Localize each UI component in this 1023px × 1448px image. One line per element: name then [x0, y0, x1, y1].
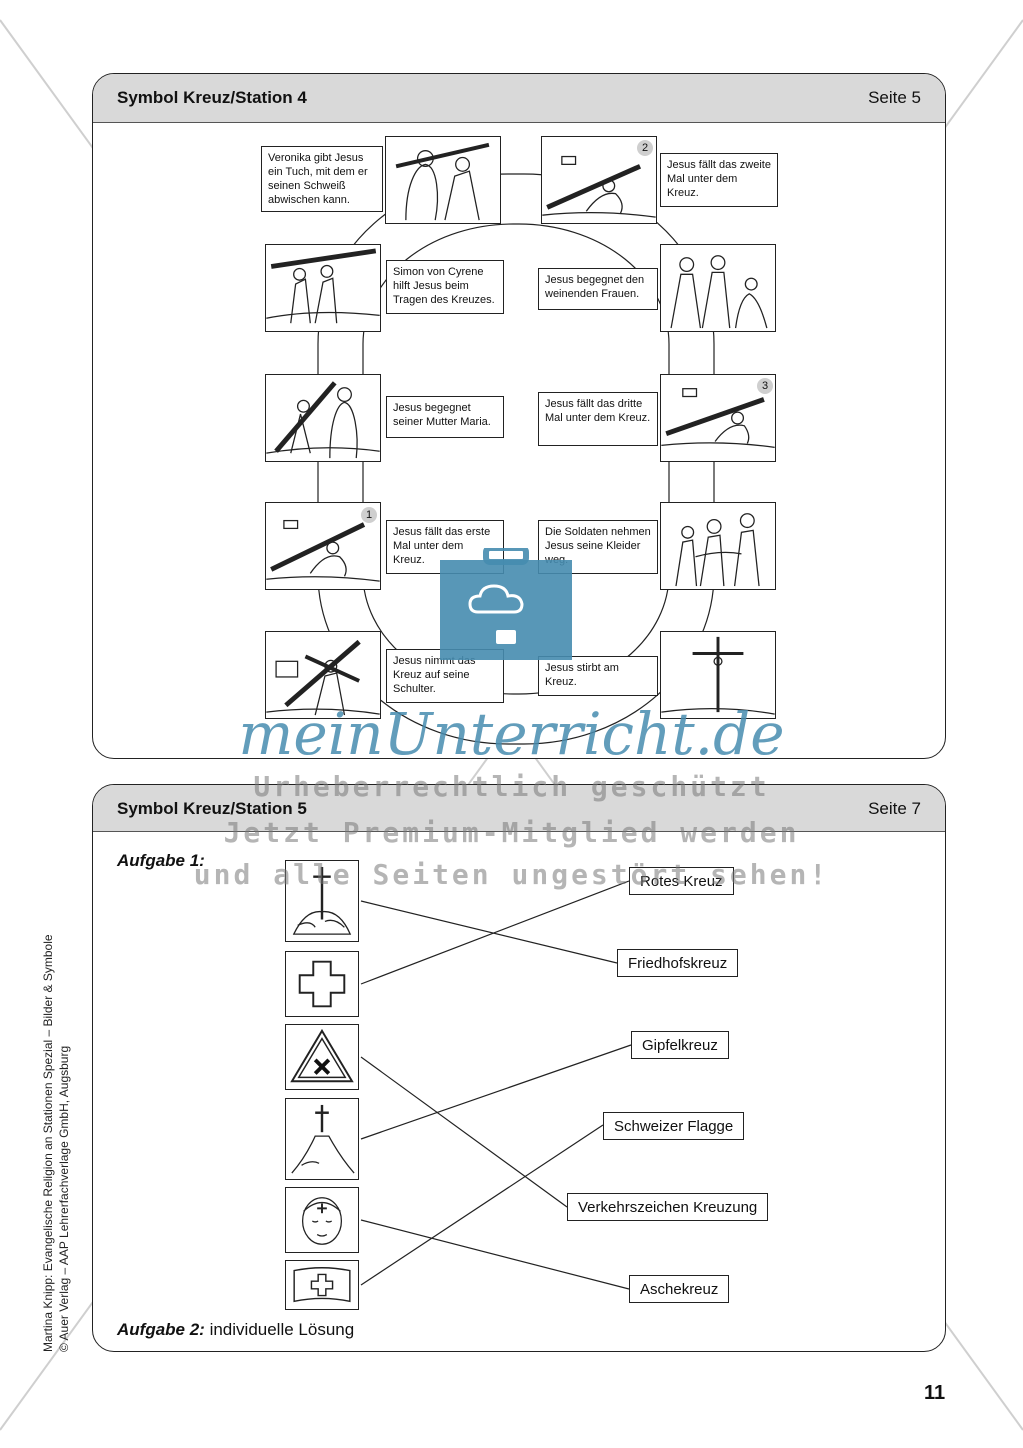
watermark-line2: Jetzt Premium-Mitglied werden — [223, 816, 800, 849]
watermark-brand: meinUnterricht.de — [238, 700, 785, 768]
task2-text: individuelle Lösung — [209, 1320, 355, 1339]
station-text-weeping-women: Jesus begegnet den weinenden Frauen. — [538, 268, 658, 310]
matching-lines — [360, 880, 632, 1290]
task2-label: Aufgabe 2: — [117, 1320, 205, 1339]
label-schweizer-flagge: Schweizer Flagge — [603, 1112, 745, 1140]
panel-page: Seite 5 — [868, 88, 921, 107]
label-rotes-kreuz: Rotes Kreuz — [629, 867, 734, 895]
station-picture-third-fall — [660, 374, 776, 462]
station4-panel: Symbol Kreuz/Station 4 Seite 5 1 2 3 — [92, 73, 946, 759]
watermark-briefcase-icon — [436, 545, 576, 663]
station-text-veronika: Veronika gibt Jesus ein Tuch, mit dem er… — [261, 146, 383, 212]
panel-header: Symbol Kreuz/Station 4 Seite 5 — [93, 74, 945, 123]
label-friedhofskreuz: Friedhofskreuz — [617, 949, 739, 977]
label-verkehrszeichen-kreuzung: Verkehrszeichen Kreuzung — [567, 1193, 769, 1221]
grave-cross-icon — [285, 860, 359, 942]
station5-panel: Symbol Kreuz/Station 5 Seite 7 Aufgabe 1… — [92, 784, 946, 1352]
sidebar-line1: Martina Knipp: Evangelische Religion an … — [41, 934, 55, 1352]
task2: Aufgabe 2: individuelle Lösung — [117, 1320, 354, 1340]
watermark-line3: und alle Seiten ungestört sehen! — [193, 858, 830, 891]
crossing-sign-icon — [285, 1024, 359, 1090]
summit-cross-icon — [285, 1098, 359, 1180]
station-badge-2: 2 — [637, 140, 653, 156]
station-badge-3: 3 — [757, 378, 773, 394]
station-picture-crucifixion — [660, 631, 776, 719]
panel-title: Symbol Kreuz/Station 4 — [117, 88, 307, 107]
red-cross-icon — [285, 951, 359, 1017]
station-text-second-fall: Jesus fällt das zweite Mal unter dem Kre… — [660, 153, 778, 207]
label-gipfelkreuz: Gipfelkreuz — [631, 1031, 729, 1059]
station-text-third-fall: Jesus fällt das dritte Mal unter dem Kre… — [538, 392, 658, 446]
station-picture-take-cross — [265, 631, 381, 719]
watermark-line1: Urheberrechtlich geschützt — [253, 770, 770, 803]
station-badge-1: 1 — [361, 507, 377, 523]
station-text-simon: Simon von Cyrene hilft Jesus beim Tragen… — [386, 260, 504, 314]
panel-page: Seite 7 — [868, 799, 921, 818]
label-aschekreuz: Aschekreuz — [629, 1275, 730, 1303]
station-picture-maria — [265, 374, 381, 462]
sidebar-credit: Martina Knipp: Evangelische Religion an … — [40, 42, 72, 1352]
station-picture-veronika — [385, 136, 501, 224]
task1-label: Aufgabe 1: — [117, 851, 205, 870]
station-picture-soldiers — [660, 502, 776, 590]
station-picture-simon — [265, 244, 381, 332]
swiss-flag-icon — [285, 1260, 359, 1310]
panel-header: Symbol Kreuz/Station 5 Seite 7 — [93, 785, 945, 832]
station-picture-weeping-women — [660, 244, 776, 332]
station-text-soldiers: Die Soldaten nehmen Jesus seine Kleider … — [538, 520, 658, 574]
sidebar-line2: © Auer Verlag – AAP Lehrerfachverlage Gm… — [57, 1045, 71, 1352]
page-number: 11 — [924, 1382, 946, 1404]
station-text-maria: Jesus begegnet seiner Mutter Maria. — [386, 396, 504, 438]
station-text-crucifixion: Jesus stirbt am Kreuz. — [538, 656, 658, 696]
panel-title: Symbol Kreuz/Station 5 — [117, 799, 307, 818]
ash-cross-face-icon — [285, 1187, 359, 1253]
